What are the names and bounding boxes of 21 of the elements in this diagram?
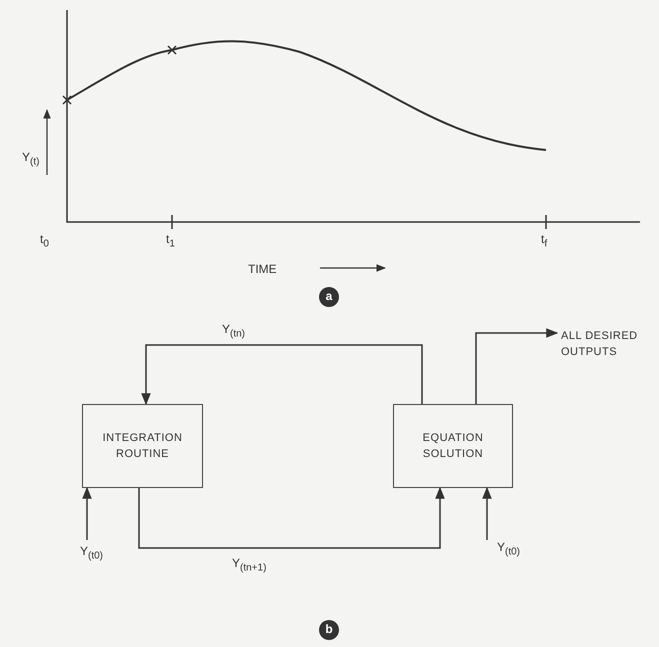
- arrow: [141, 344, 423, 406]
- process-box: [393, 404, 513, 488]
- arrow: [138, 486, 445, 549]
- process-box: [82, 404, 203, 488]
- axis-label: TIME: [248, 262, 277, 276]
- axis-label: Y$_{(t)}$: [22, 150, 40, 170]
- node-text: EQUATION SOLUTION: [422, 431, 484, 462]
- edge-label: Y$_{(t0)}$: [80, 544, 104, 564]
- node-text: ALL DESIRED OUTPUTS: [561, 329, 639, 360]
- arrow: [475, 328, 558, 404]
- arrow: [82, 486, 92, 540]
- tick-label: t$_{1}$: [166, 232, 175, 252]
- tick-label: t$_{f}$: [541, 232, 548, 252]
- arrow: [482, 486, 492, 540]
- edge-label: Y$_{(tn+1)}$: [232, 556, 266, 576]
- edge-label: Y$_{(t0)}$: [497, 540, 520, 560]
- panel-label: a: [319, 287, 339, 307]
- edge-label: Y$_{(tn)}$: [222, 322, 246, 342]
- panel-label: b: [319, 620, 339, 640]
- node-text: INTEGRATION ROUTINE: [102, 431, 184, 462]
- tick-label: t$_{0}$: [40, 232, 49, 252]
